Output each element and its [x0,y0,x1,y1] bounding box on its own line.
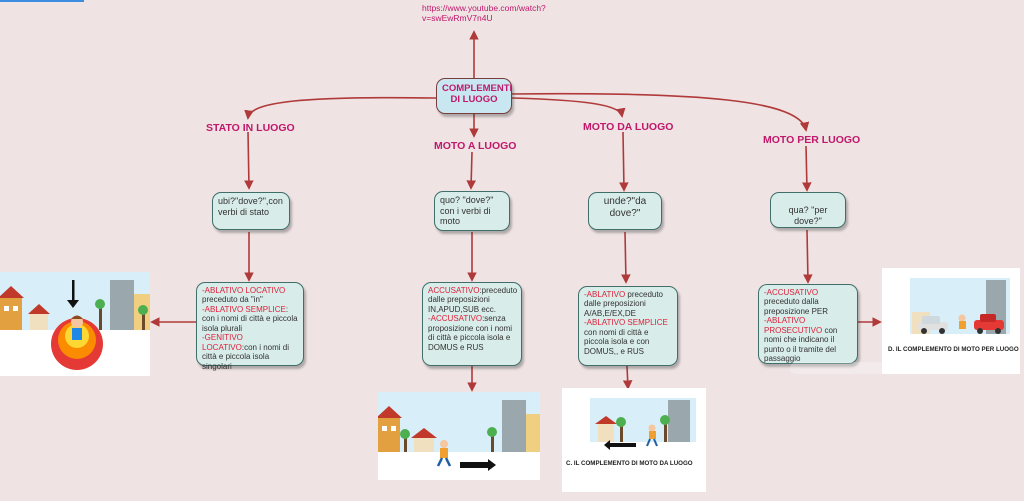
detail-stato[interactable]: -ABLATIVO LOCATIVO preceduto da "in" -AB… [196,282,304,371]
label-moto-per-luogo: MOTO PER LUOGO [763,134,861,146]
video-link-line2: v=swEwRmV7n4U [422,12,493,23]
connector-root-moto-da [511,97,626,118]
connector-root-stato [244,96,437,120]
image-moto-da-luogo: C. IL COMPLEMENTO DI MOTO DA LUOGO [562,388,706,492]
label-moto-a-luogo: MOTO A LUOGO [434,140,517,152]
moto-da-l2-red: -ABLATIVO SEMPLICE [584,318,668,328]
stato-l2-red: -ABLATIVO SEMPLICE [202,304,286,314]
caption-moto-per-luogo: D. IL COMPLEMENTO DI MOTO PER LUOGO [888,346,1019,353]
watermark [790,362,900,374]
root-line2: DI LUOGO [450,94,498,106]
moto-da-l1-red: -ABLATIVO [584,290,626,299]
stato-l1-text: preceduto da "in" [202,295,263,305]
label-moto-da-luogo: MOTO DA LUOGO [583,121,674,133]
moto-per-l2-red: -ABLATIVO PROSECUTIVO [764,316,823,335]
moto-a-l2-text: :senza proposizione con i nomi di città … [428,314,513,352]
connector-moto-da-q [619,131,629,192]
detail-moto-a[interactable]: ACCUSATIVO:preceduto dalle preposizioni … [422,282,522,366]
question-moto-da[interactable]: unde?"da dove?" [588,192,662,230]
connector-stato-q [244,131,254,190]
question-moto-per[interactable]: qua? "per dove?" [770,192,846,228]
root-node[interactable]: COMPLEMENTI DI LUOGO [436,78,512,114]
image-stato-in-luogo [0,272,150,376]
connector-moto-da-pic [622,365,633,390]
stato-l3-red: -GENITIVO LOCATIVO [202,333,243,352]
top-accent-line [0,0,84,2]
stato-l3-text: :con i nomi di città e piccola isola sin… [202,342,289,371]
connector-moto-da-d [621,231,631,284]
image-moto-a-luogo [378,392,540,480]
detail-moto-per[interactable]: -ACCUSATIVO preceduto dalla preposizione… [758,284,858,364]
stato-l2-text: : con i nomi di città e piccola isola pl… [202,304,298,333]
question-stato[interactable]: ubi?"dove?",con verbi di stato [212,192,290,230]
moto-da-l1-text: preceduto dalle preposizioni A/AB,E/EX,D… [584,290,664,318]
connector-moto-per-q [802,145,812,192]
moto-per-l1-red: -ACCUSATIVO [764,288,819,297]
detail-moto-da[interactable]: -ABLATIVO preceduto dalle preposizioni A… [578,286,678,366]
image-moto-per-luogo: D. IL COMPLEMENTO DI MOTO PER LUOGO [882,268,1020,374]
stato-l1-red: -ABLATIVO LOCATIVO [202,286,286,295]
moto-da-l2-text: con nomi di città e piccola isola e con … [584,327,650,356]
video-link-line1: https://www.youtube.com/watch? [422,3,546,13]
connector-root-moto-per [511,92,810,132]
moto-a-l1-red: ACCUSATIVO [428,286,480,295]
moto-a-l2-red: -ACCUSATIVO [428,314,483,324]
connector-moto-a-q [466,151,477,190]
connector-moto-per-d [803,229,813,284]
video-link[interactable]: https://www.youtube.com/watch? v=swEwRmV… [422,3,546,24]
root-line1: COMPLEMENTI [442,83,513,94]
moto-per-l1-text: preceduto dalla preposizione PER [764,297,829,316]
caption-moto-da-luogo: C. IL COMPLEMENTO DI MOTO DA LUOGO [566,460,693,467]
label-stato-in-luogo: STATO IN LUOGO [206,122,295,134]
moto-per-l2-text: con nomi che indicano il punto o il tram… [764,325,838,364]
question-moto-a[interactable]: quo? "dove?" con i verbi di moto [434,191,510,231]
moto-a-l1-text: :preceduto dalle preposizioni IN,APUD,SU… [428,286,518,314]
